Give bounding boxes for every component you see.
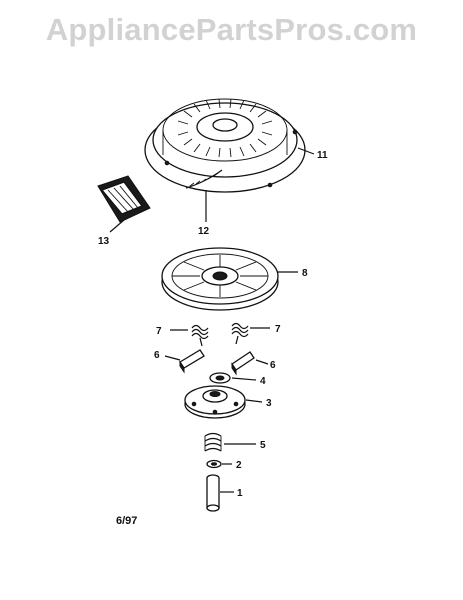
starter-handle[interactable] (97, 175, 151, 223)
starter-housing[interactable] (144, 98, 306, 193)
washer[interactable] (209, 372, 231, 384)
small-washer[interactable] (206, 459, 222, 469)
pawl-spring-right[interactable] (231, 322, 249, 345)
callout-7-right: 7 (275, 324, 281, 335)
callout-6-right: 6 (270, 360, 276, 371)
brake-spring[interactable] (204, 432, 222, 452)
leader-lines (109, 147, 315, 493)
callout-11: 11 (317, 150, 328, 161)
callout-4: 4 (260, 376, 266, 387)
pawl-left[interactable] (179, 349, 205, 374)
pawl-spring-left[interactable] (191, 324, 209, 347)
callout-13: 13 (98, 236, 110, 247)
pawl-right[interactable] (231, 351, 255, 376)
callout-5: 5 (260, 440, 266, 451)
callout-1: 1 (237, 488, 243, 499)
shoulder-screw[interactable] (206, 474, 220, 512)
diagram-date: 6/97 (116, 515, 137, 527)
callout-2: 2 (236, 460, 242, 471)
retainer-plate[interactable] (184, 385, 246, 419)
callout-3: 3 (266, 398, 272, 409)
callout-8: 8 (302, 268, 308, 279)
callout-6-left: 6 (154, 350, 160, 361)
pulley[interactable] (161, 247, 279, 311)
starter-rope[interactable] (185, 169, 223, 189)
callout-12: 12 (198, 226, 210, 237)
watermark-text: AppliancePartsPros.com (45, 12, 418, 47)
callout-7-left: 7 (156, 326, 162, 337)
